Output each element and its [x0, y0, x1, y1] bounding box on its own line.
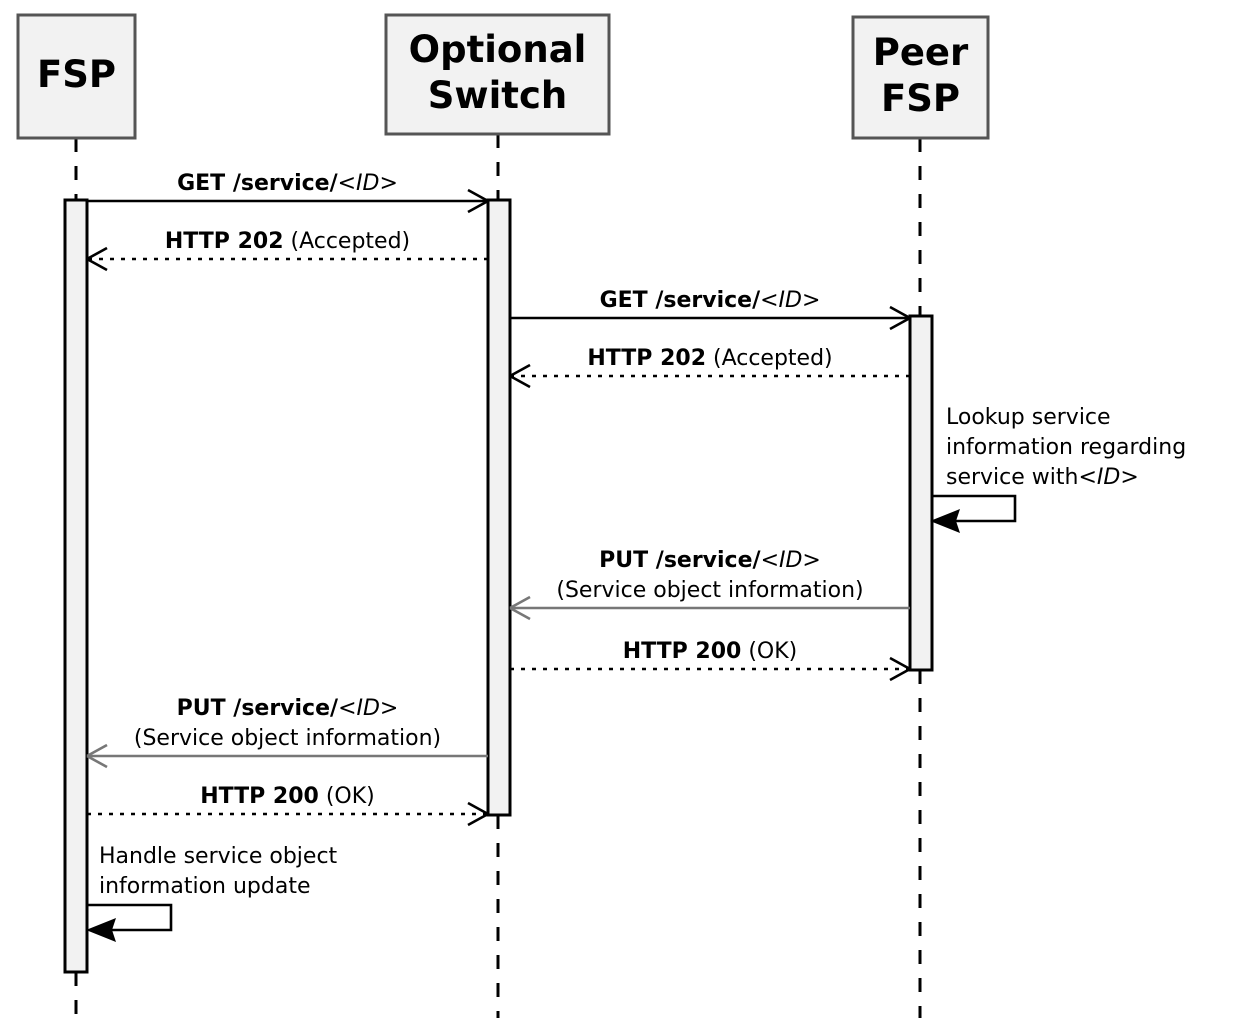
message-m2: HTTP 202 (Accepted) [86, 229, 488, 272]
arrowhead-icon [86, 918, 116, 942]
self-message-label: service with<ID> [946, 465, 1139, 490]
message-label: HTTP 200 (OK) [200, 784, 375, 809]
self-message-loop [88, 903, 173, 932]
message-m3: GET /service/<ID> [510, 288, 911, 331]
self-message-label: Handle service object [99, 844, 338, 869]
participant-box-fsp[interactable]: FSP [16, 13, 137, 140]
message-m6: HTTP 200 (OK) [510, 639, 911, 682]
arrowhead-icon [509, 363, 531, 389]
arrowhead-icon [467, 188, 489, 214]
participant-box-rect [851, 15, 990, 140]
participant-box-rect [16, 13, 137, 140]
message-label: PUT /service/<ID> [599, 548, 821, 573]
self-message-label: Lookup service [946, 405, 1111, 430]
message-label: (Service object information) [556, 578, 863, 603]
message-label: GET /service/<ID> [600, 288, 821, 313]
arrowhead-icon [467, 801, 489, 827]
message-m4: HTTP 202 (Accepted) [509, 346, 910, 389]
message-label: (Service object information) [134, 726, 441, 751]
message-label: GET /service/<ID> [177, 171, 398, 196]
activation-bar-switch [486, 198, 512, 817]
activation-layer [63, 198, 934, 974]
arrowhead-icon [86, 743, 108, 769]
message-label: HTTP 202 (Accepted) [165, 229, 410, 254]
participant-label: FSP [881, 77, 960, 120]
participant-label: Peer [873, 31, 969, 74]
message-layer: GET /service/<ID> HTTP 202 (Accepted) GET … [86, 171, 911, 827]
message-label: PUT /service/<ID> [177, 696, 399, 721]
activation-bar-peer [908, 314, 934, 672]
self-message-s2: Handle service object information update [86, 844, 338, 942]
self-message-layer: Lookup service information regarding servi… [86, 405, 1186, 942]
self-message-loop [932, 494, 1017, 523]
arrowhead-icon [930, 509, 960, 533]
participant-label: FSP [37, 53, 116, 96]
self-message-s1: Lookup service information regarding servi… [930, 405, 1186, 533]
message-m1: GET /service/<ID> [87, 171, 489, 214]
self-message-label: information regarding [946, 435, 1186, 460]
message-m8: HTTP 200 (OK) [87, 784, 489, 827]
self-message-label: information update [99, 874, 310, 899]
message-label: HTTP 202 (Accepted) [587, 346, 832, 371]
message-label: HTTP 200 (OK) [623, 639, 798, 664]
message-m5: PUT /service/<ID> (Service object informa… [509, 548, 910, 621]
participant-label: Optional [409, 28, 587, 71]
lifeline-layer [74, 134, 922, 1018]
participant-box-rect [384, 13, 611, 136]
message-m7: PUT /service/<ID> (Service object informa… [86, 696, 488, 769]
participant-label: Switch [428, 74, 567, 117]
arrowhead-icon [86, 246, 108, 272]
arrowhead-icon [889, 305, 911, 331]
activation-bar-fsp [63, 198, 89, 974]
arrowhead-icon [889, 656, 911, 682]
arrowhead-icon [509, 595, 531, 621]
